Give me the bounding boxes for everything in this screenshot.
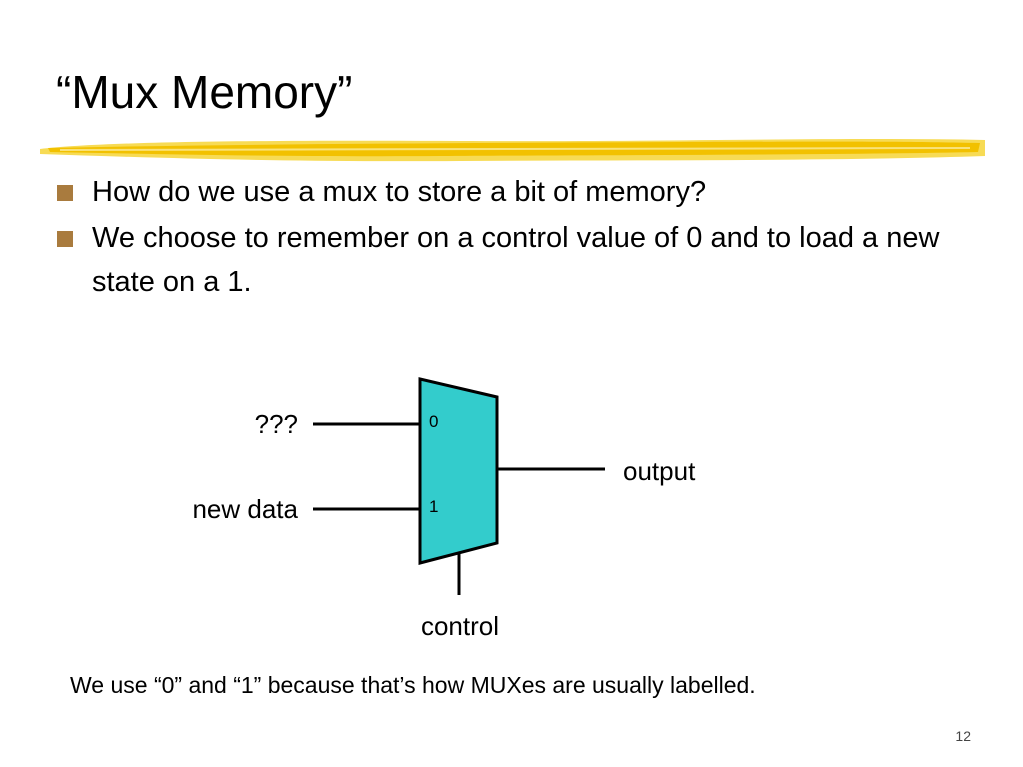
square-bullet-icon	[57, 185, 73, 201]
mux-port-0-label: 0	[429, 412, 438, 431]
bullet-item: We choose to remember on a control value…	[56, 216, 986, 304]
input-1-label: new data	[192, 494, 298, 524]
bullet-item: How do we use a mux to store a bit of me…	[56, 170, 986, 214]
footnote-text: We use “0” and “1” because that’s how MU…	[70, 672, 756, 698]
square-bullet-icon	[57, 231, 73, 247]
output-label: output	[623, 456, 696, 486]
page-number: 12	[955, 728, 971, 744]
bullet-text: We choose to remember on a control value…	[92, 222, 940, 298]
mux-body	[418, 377, 499, 565]
title-underline-stroke	[40, 139, 985, 162]
bullet-list: How do we use a mux to store a bit of me…	[56, 170, 986, 306]
control-label: control	[421, 611, 499, 641]
bullet-text: How do we use a mux to store a bit of me…	[92, 176, 707, 208]
mux-port-1-label: 1	[429, 497, 438, 516]
slide-title: “Mux Memory”	[56, 66, 353, 118]
input-0-label: ???	[255, 409, 298, 439]
